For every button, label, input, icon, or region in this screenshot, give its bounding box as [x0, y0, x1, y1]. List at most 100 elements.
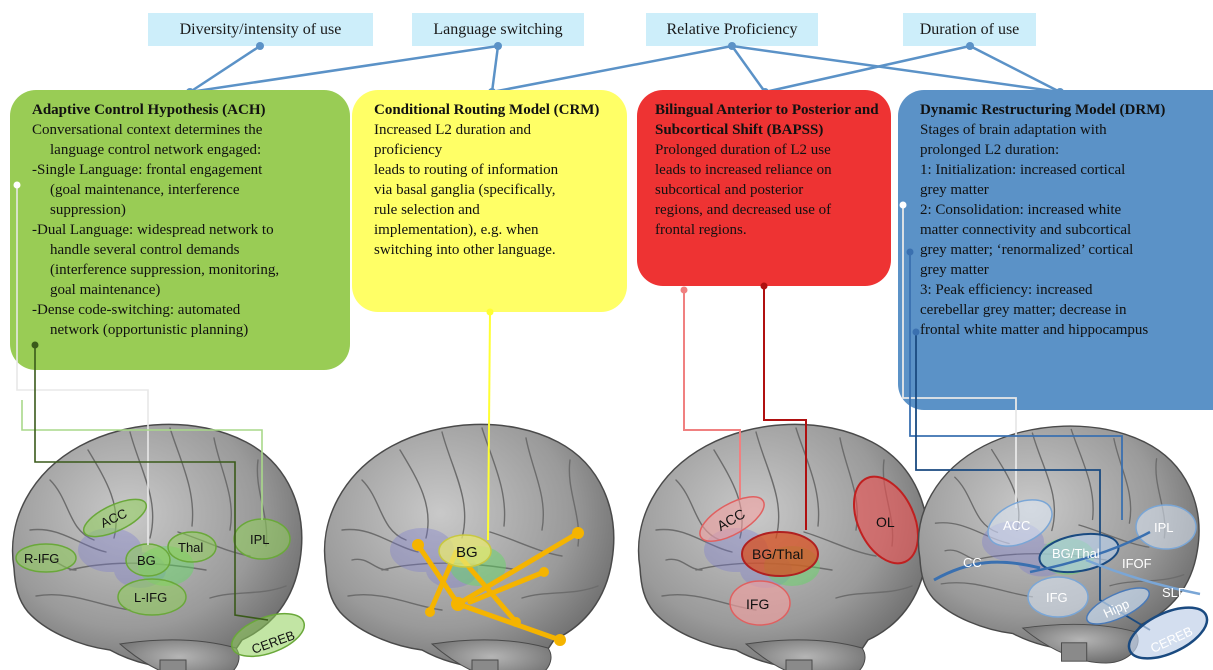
drm-line: matter connectivity and subcortical — [920, 222, 1132, 238]
drm-line: Stages of brain adaptation with — [920, 122, 1107, 138]
drm-line: cerebellar grey matter; decrease in — [920, 302, 1127, 318]
ach-title: Adaptive Control Hypothesis (ACH) — [32, 102, 266, 118]
connector-proficiency-bapss — [730, 45, 767, 93]
drm-ipl-label: IPL — [1154, 520, 1174, 535]
crm-line: via basal ganglia (specifically, — [374, 182, 556, 198]
drm-cereb-region — [1127, 606, 1209, 660]
connector-switching-crm — [490, 45, 500, 93]
ach-leader-dense — [34, 345, 269, 621]
bapss-line: Prolonged duration of L2 use — [655, 142, 831, 158]
ach-cereb-region — [231, 612, 305, 658]
drm-title: Dynamic Restructuring Model (DRM) — [920, 102, 1166, 118]
bapss-acc-label: ACC — [714, 505, 748, 534]
drm-ifg-region — [1027, 576, 1089, 618]
drm-cc-label: CC — [963, 555, 982, 570]
ach-lifg-label: L-IFG — [134, 590, 167, 605]
connector-duration-drm — [969, 44, 1061, 94]
bapss-ol-region — [853, 475, 919, 565]
connector-diversity-ach — [189, 44, 261, 94]
drm-line: 2: Consolidation: increased white — [920, 202, 1122, 218]
drm-model-box: Dynamic Restructuring Model (DRM) Stages… — [898, 90, 1213, 410]
connector-proficiency-crm — [491, 44, 733, 94]
connector-switching-ach — [189, 44, 499, 94]
ach-line: -Single Language: frontal engagement — [32, 162, 263, 178]
ach-rifg-region — [15, 543, 77, 573]
ach-line: language control network engaged: — [50, 142, 262, 158]
drm-line: grey matter — [920, 182, 989, 198]
ach-model-box: Adaptive Control Hypothesis (ACH) Conver… — [10, 90, 350, 370]
ach-bg-label: BG — [137, 553, 156, 568]
crm-model-box: Conditional Routing Model (CRM) Increase… — [352, 90, 627, 312]
drm-ipl-region — [1135, 504, 1197, 550]
connector-duration-bapss — [764, 44, 971, 94]
ach-ipl-label: IPL — [250, 532, 270, 547]
drm-ifof-label: IFOF — [1122, 556, 1152, 571]
ach-leader-dual — [21, 400, 263, 520]
bapss-acc-region — [699, 496, 765, 542]
connector-proficiency-drm — [731, 44, 1061, 94]
drm-hipp-region — [1086, 587, 1150, 625]
drm-line: 1: Initialization: increased cortical — [920, 162, 1126, 178]
ach-acc-label: ACC — [98, 505, 129, 530]
ach-bg-region — [125, 543, 171, 577]
ach-ipl-region — [233, 518, 291, 560]
drm-cereb-label: CEREB — [1148, 623, 1195, 656]
ach-rifg-label: R-IFG — [24, 551, 59, 566]
drm-cc-tract — [933, 560, 1041, 582]
crm-line: proficiency — [374, 142, 443, 158]
ach-line: network (opportunistic planning) — [50, 322, 249, 338]
bapss-leader-dark — [763, 286, 807, 530]
ach-line: Conversational context determines the — [32, 122, 263, 138]
ach-lifg-region — [117, 578, 187, 616]
bapss-line: regions, and decreased use of — [655, 202, 832, 218]
drm-bgthal-label: BG/Thal — [1052, 546, 1100, 561]
ach-cereb-label: CEREB — [250, 627, 297, 656]
factor-language-switching: Language switching — [412, 13, 584, 46]
drm-bgthal-region — [1038, 532, 1120, 574]
bapss-ifg-label: IFG — [746, 596, 769, 612]
ach-thal-label: Thal — [178, 540, 203, 555]
bapss-ifg-region — [729, 580, 791, 626]
crm-line: Increased L2 duration and — [374, 122, 532, 138]
drm-slf-tract — [1085, 558, 1201, 596]
drm-line: 3: Peak efficiency: increased — [920, 282, 1093, 298]
drm-ifg-label: IFG — [1046, 590, 1068, 605]
crm-line: leads to routing of information — [374, 162, 559, 178]
bapss-leader-light — [683, 290, 741, 500]
drm-line: prolonged L2 duration: — [920, 142, 1060, 158]
bapss-ol-label: OL — [876, 514, 895, 530]
crm-title: Conditional Routing Model (CRM) — [374, 102, 600, 118]
ach-line: handle several control demands — [50, 242, 240, 258]
ach-line: (interference suppression, monitoring, — [50, 262, 280, 278]
bapss-line: leads to increased reliance on — [655, 162, 832, 178]
crm-leader — [487, 311, 491, 541]
crm-brain: BG — [323, 308, 615, 670]
drm-acc-region — [987, 499, 1053, 547]
crm-line: implementation), e.g. when — [374, 222, 539, 238]
bapss-brain: ACC BG/Thal IFG OL — [637, 282, 929, 670]
drm-hipp-label: Hipp — [1101, 596, 1132, 621]
drm-slf-label: SLF — [1162, 585, 1186, 600]
ach-acc-region — [82, 498, 148, 538]
ach-line: (goal maintenance, interference — [50, 182, 240, 198]
crm-bg-region — [438, 534, 492, 568]
drm-ifof-tract — [1029, 530, 1151, 574]
drm-acc-label: ACC — [1003, 518, 1030, 533]
ach-line: -Dense code-switching: automated — [32, 302, 241, 318]
drm-line: grey matter — [920, 262, 989, 278]
crm-routing-lines — [415, 530, 581, 643]
crm-line: switching into other language. — [374, 242, 556, 258]
factor-relative-proficiency: Relative Proficiency — [646, 13, 818, 46]
drm-line: frontal white matter and hippocampus — [920, 322, 1149, 338]
factor-duration-of-use: Duration of use — [903, 13, 1036, 46]
bapss-line: subcortical and posterior — [655, 182, 804, 198]
ach-line: suppression) — [50, 202, 126, 218]
bapss-model-box: Bilingual Anterior to Posterior and Subc… — [637, 90, 891, 286]
bapss-bgthal-label: BG/Thal — [752, 546, 803, 562]
ach-line: -Dual Language: widespread network to — [32, 222, 274, 238]
bapss-line: frontal regions. — [655, 222, 747, 238]
bapss-title: Bilingual Anterior to Posterior and Subc… — [655, 102, 879, 138]
ach-thal-region — [167, 531, 217, 563]
bapss-bgthal-region — [741, 531, 819, 577]
crm-bg-label: BG — [456, 544, 478, 561]
